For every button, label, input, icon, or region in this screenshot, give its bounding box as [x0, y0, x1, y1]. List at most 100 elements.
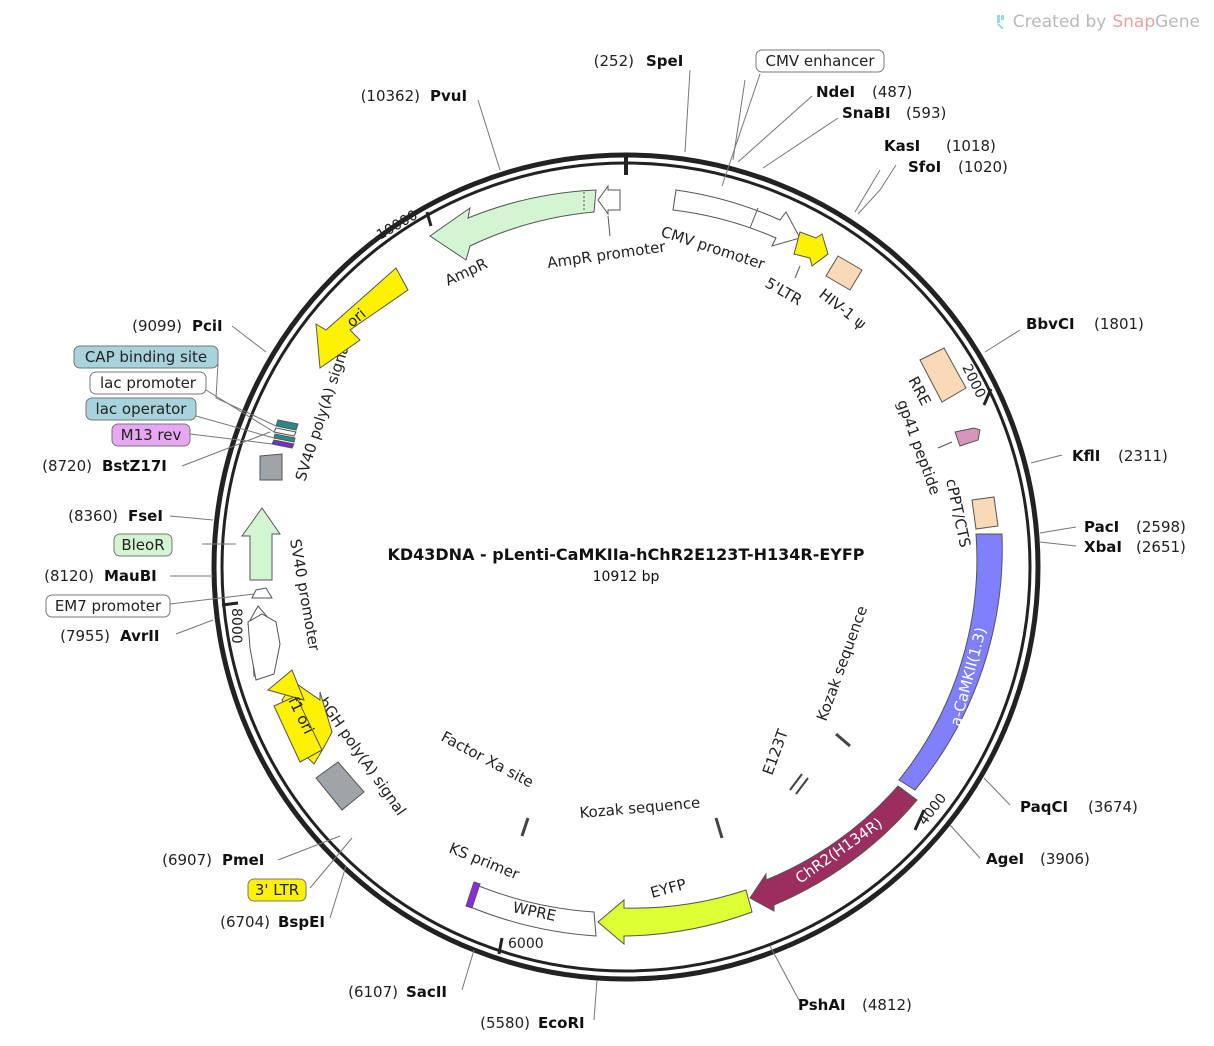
feature-factor-xa[interactable]	[520, 817, 530, 837]
site-sfoI-pos: (1020)	[958, 158, 1008, 176]
feature-label-factor-xa: Factor Xa site	[438, 728, 537, 792]
site-sacII-name: SacII	[406, 983, 447, 1001]
boxed-label-lac-promoter[interactable]: lac promoter	[100, 374, 197, 392]
boxed-label-em7-promoter-box	[45, 594, 171, 618]
site-speI-pos: (252)	[594, 52, 634, 70]
snapgene-credit: Created by SnapGene	[996, 12, 1200, 32]
feature-5ltr[interactable]	[793, 231, 829, 267]
boxed-label-lac-operator-box	[85, 397, 197, 421]
tick-label-4000: 4000	[916, 791, 951, 829]
feature-gp41-peptide[interactable]	[954, 427, 981, 447]
credit-brand-gene: Gene	[1155, 12, 1200, 32]
boxed-label-lac-operator[interactable]: lac operator	[96, 400, 188, 418]
site-pvuI-pos: (10362)	[361, 87, 420, 105]
tick-mark-2000	[982, 388, 993, 406]
credit-prefix: Created by	[1012, 12, 1107, 32]
site-pvuI-name: PvuI	[430, 87, 467, 105]
boxed-label-3ltr-box	[247, 878, 307, 902]
feature-cmv-promoter[interactable]	[672, 189, 801, 247]
site-pciI-name: PciI	[192, 317, 223, 335]
site-ageI-pos: (3906)	[1040, 850, 1090, 868]
site-sfoI-name: SfoI	[908, 158, 941, 176]
boxed-label-bleor[interactable]: BleoR	[121, 536, 164, 554]
gp41-leader	[937, 441, 953, 449]
site-pacI-pos: (2598)	[1136, 518, 1186, 536]
site-kflI-name: KflI	[1072, 447, 1100, 465]
feature-a-camkii[interactable]	[898, 533, 1003, 791]
boxed-label-3ltr[interactable]: 3' LTR	[255, 881, 299, 899]
feature-lac-operator[interactable]	[273, 433, 296, 443]
feature-kozak-lower[interactable]	[714, 817, 724, 839]
site-bspeI-name: BspEI	[278, 913, 325, 931]
credit-brand-snap: Snap	[1112, 12, 1156, 32]
feature-ks-primer[interactable]	[465, 881, 481, 909]
boxed-label-m13-rev[interactable]: M13 rev	[121, 426, 182, 444]
site-avrII-name: AvrII	[120, 627, 159, 645]
ampr-promoter-leader	[607, 215, 611, 237]
site-avrII-pos: (7955)	[60, 627, 110, 645]
site-snabI-name: SnaBI	[842, 104, 891, 122]
feature-sv40-polya[interactable]	[259, 453, 283, 481]
feature-label-cmv-promoter: CMV promoter	[659, 223, 768, 274]
feature-chr2-h134r[interactable]	[749, 785, 918, 912]
feature-m13-rev[interactable]	[271, 439, 295, 449]
site-ageI-name: AgeI	[986, 850, 1024, 868]
feature-cap-binding-site[interactable]	[275, 419, 299, 431]
snapgene-logo-icon	[996, 15, 1004, 29]
plasmid-length: 10912 bp	[593, 569, 660, 585]
feature-wpre[interactable]	[467, 883, 597, 937]
feature-e123t-a[interactable]	[789, 773, 803, 791]
feature-bgh-polya[interactable]	[315, 761, 365, 811]
site-leaders	[169, 69, 1077, 1021]
feature-e123t-b[interactable]	[795, 777, 809, 795]
feature-kozak-upper[interactable]	[835, 732, 851, 748]
site-bbvcI-pos: (1801)	[1094, 315, 1144, 333]
backbone-inner-ring	[220, 161, 1032, 973]
site-pmeI-pos: (6907)	[162, 851, 212, 869]
site-snabI-pos: (593)	[906, 104, 946, 122]
site-paqcI-name: PaqCI	[1020, 798, 1068, 816]
boxed-label-em7-promoter[interactable]: EM7 promoter	[55, 597, 162, 615]
tick-mark-8000	[221, 601, 239, 607]
site-kflI-pos: (2311)	[1118, 447, 1168, 465]
feature-hiv1-psi[interactable]	[825, 255, 863, 291]
feature-label-ks-primer: KS primer	[447, 839, 523, 884]
boxed-label-cmv-enhancer[interactable]: CMV enhancer	[765, 52, 875, 70]
site-ecorI-name: EcoRI	[538, 1014, 585, 1032]
site-kasI-name: KasI	[884, 137, 920, 155]
feature-em7-promoter[interactable]	[251, 587, 273, 599]
feature-label-ampr-promoter: AmpR promoter	[546, 237, 667, 272]
feature-label-e123t: E123T	[759, 726, 792, 777]
feature-label-cppt-cts: cPPT/CTS	[942, 477, 974, 549]
feature-ori[interactable]	[315, 267, 409, 369]
feature-rre[interactable]	[919, 347, 967, 403]
site-speI-name: SpeI	[646, 52, 683, 70]
site-bstz17I-pos: (8720)	[42, 457, 92, 475]
site-maubI-name: MauBI	[104, 567, 157, 585]
feature-eyfp[interactable]	[597, 889, 753, 946]
site-xbaI-name: XbaI	[1084, 538, 1122, 556]
feature-label-bgh-polya: bGH poly(A) signal	[315, 694, 410, 819]
feature-bleor[interactable]	[241, 507, 281, 581]
feature-label-a-camkii: a-CaMKII(1.3)	[946, 625, 990, 728]
tick-label-10000: 10000	[374, 207, 421, 243]
feature-label-kozak-lower: Kozak sequence	[579, 794, 701, 822]
feature-label-chr2-h134r: ChR2(H134R)	[792, 814, 886, 887]
feature-ampr[interactable]	[429, 189, 597, 261]
site-pshaI-pos: (4812)	[862, 996, 912, 1014]
boxed-label-lac-promoter-box	[89, 371, 207, 395]
site-ndeI-name: NdeI	[816, 83, 855, 101]
feature-ampr-promoter[interactable]	[597, 184, 621, 216]
boxed-label-cmv-enhancer-box	[755, 49, 885, 73]
tick-mark-10000	[425, 211, 433, 227]
feature-cppt-cts[interactable]	[971, 496, 999, 530]
site-maubI-pos: (8120)	[44, 567, 94, 585]
site-ecorI-pos: (5580)	[480, 1014, 530, 1032]
boxed-label-cap-binding-site[interactable]: CAP binding site	[85, 348, 207, 366]
tick-mark-4000	[913, 809, 926, 831]
site-kasI-pos: (1018)	[946, 137, 996, 155]
feature-lac-promoter[interactable]	[273, 427, 297, 437]
boxed-label-bleor-box	[113, 533, 173, 557]
site-paqcI-pos: (3674)	[1088, 798, 1138, 816]
